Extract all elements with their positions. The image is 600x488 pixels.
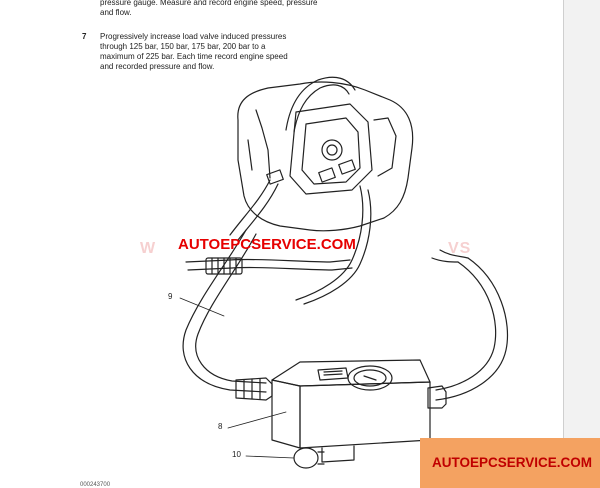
page-margin-shade — [564, 0, 600, 488]
figure-code: 000243700 — [80, 482, 111, 488]
leader-9 — [179, 297, 225, 317]
watermark-banner: AUTOEPCSERVICE.COM — [420, 438, 600, 488]
crossover-pipe — [185, 258, 351, 263]
pump-inner-face — [301, 117, 361, 185]
callout-8: 8 — [218, 422, 223, 431]
hose-9 — [182, 229, 267, 393]
top-pipe — [285, 76, 356, 131]
test-unit-side — [299, 381, 431, 449]
step-number-7: 7 — [82, 32, 87, 41]
test-unit-top — [271, 359, 431, 387]
pump-housing — [289, 103, 373, 195]
pressure-gauge — [347, 365, 393, 391]
page-edge — [563, 0, 564, 488]
leader-8 — [227, 411, 287, 429]
pump-port — [321, 139, 343, 161]
ghost-watermark-right: VS — [448, 240, 472, 257]
load-valve-knob — [293, 447, 319, 469]
center-watermark: AUTOEPCSERVICE.COM — [178, 236, 356, 253]
ghost-watermark-left: W — [140, 240, 157, 257]
previous-step-text: pressure gauge. Measure and record engin… — [100, 0, 318, 17]
hose-right — [435, 257, 509, 401]
banner-text: AUTOEPCSERVICE.COM — [432, 455, 593, 470]
callout-9: 9 — [168, 292, 173, 301]
callout-10: 10 — [232, 450, 241, 459]
load-valve-stem — [321, 445, 355, 463]
test-unit-front — [271, 379, 301, 449]
leader-10 — [245, 455, 295, 459]
engine-block-outline — [237, 81, 414, 232]
step-7-text: Progressively increase load valve induce… — [100, 32, 288, 71]
